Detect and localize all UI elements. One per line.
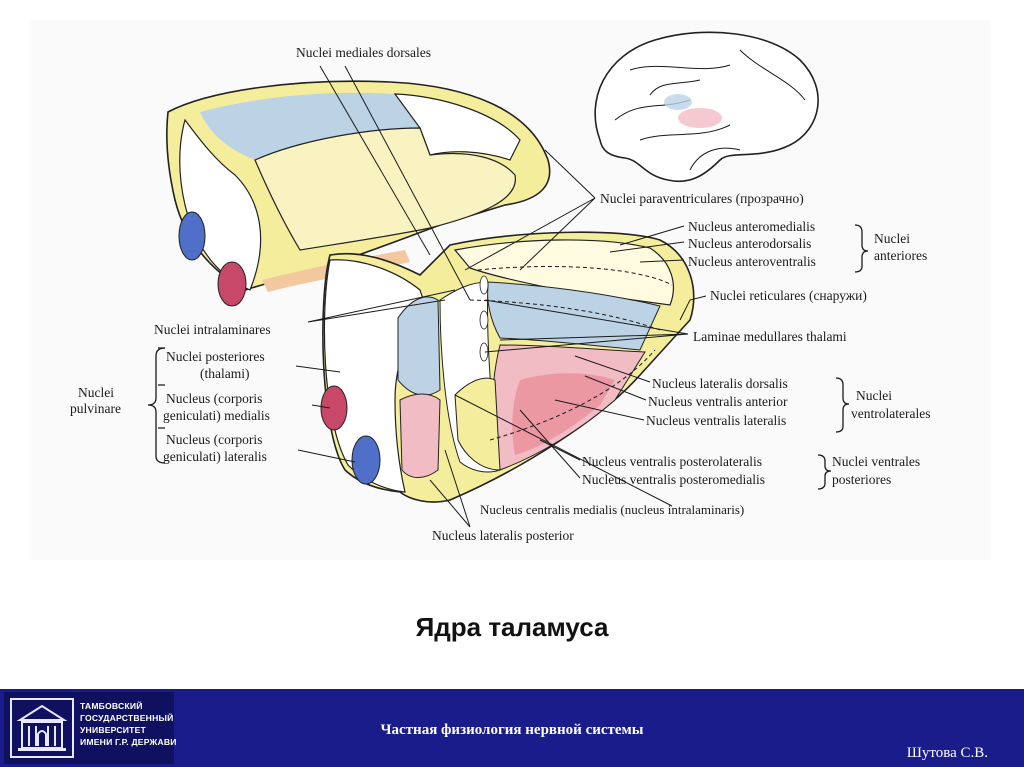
- label-geniculati-medialis-line2: geniculati) medialis: [163, 408, 270, 423]
- label-posteriores-line2: (thalami): [200, 366, 249, 381]
- label-posteriores-line1: Nuclei posteriores: [166, 349, 265, 364]
- course-name: Частная физиология нервной системы: [380, 722, 644, 738]
- label-ventralis-lateralis: Nucleus ventralis lateralis: [646, 413, 786, 428]
- leader-lines: [295, 65, 707, 528]
- author-name: Шутова С.В.: [906, 745, 988, 761]
- label-posteromedialis: Nucleus ventralis posteromedialis: [582, 472, 765, 487]
- label-anterodorsalis: Nucleus anterodorsalis: [688, 236, 811, 251]
- label-geniculati-medialis-line1: Nucleus (corporis: [166, 391, 262, 406]
- left-thalamus: [166, 80, 551, 307]
- university-logo: ТАМБОВСКИЙ ГОСУДАРСТВЕННЫЙ УНИВЕРСИТЕТ И…: [4, 692, 176, 764]
- university-name-line3: УНИВЕРСИТЕТ: [80, 725, 146, 735]
- label-anteroventralis: Nucleus anteroventralis: [688, 254, 816, 269]
- label-pulvinare-line2: pulvinare: [70, 401, 121, 416]
- label-lateralis-posterior: Nucleus lateralis posterior: [432, 528, 574, 543]
- brain-sketch: [594, 31, 819, 182]
- label-anteromedialis: Nucleus anteromedialis: [688, 219, 815, 234]
- label-mediales-dorsales: Nuclei mediales dorsales: [296, 45, 431, 60]
- university-name-line4: ИМЕНИ Г.Р. ДЕРЖАВИНА: [80, 737, 176, 747]
- label-nuclei-anteriores-line1: Nuclei: [874, 231, 910, 246]
- label-geniculati-lateralis-line1: Nucleus (corporis: [166, 432, 262, 447]
- braces: [147, 224, 869, 490]
- footer-bar: ТАМБОВСКИЙ ГОСУДАРСТВЕННЫЙ УНИВЕРСИТЕТ И…: [0, 689, 1024, 767]
- label-pulvinare-line1: Nuclei: [78, 385, 114, 400]
- label-reticulares: Nuclei reticulares (снаружи): [710, 288, 867, 303]
- label-ventrolaterales-line2: ventrolaterales: [851, 406, 930, 421]
- university-name: ТАМБОВСКИЙ ГОСУДАРСТВЕННЫЙ УНИВЕРСИТЕТ И…: [80, 700, 176, 748]
- label-laminae: Laminae medullares thalami: [693, 329, 847, 344]
- label-centralis-medialis: Nucleus centralis medialis (nucleus intr…: [480, 502, 744, 517]
- label-ventrolaterales-line1: Nuclei: [856, 388, 892, 403]
- label-ventrales-posteriores-line1: Nuclei ventrales: [832, 454, 920, 469]
- label-ventralis-anterior: Nucleus ventralis anterior: [648, 394, 788, 409]
- label-intralaminares: Nuclei intralaminares: [154, 322, 271, 337]
- label-lateralis-dorsalis: Nucleus lateralis dorsalis: [652, 376, 788, 391]
- label-nuclei-anteriores-line2: anteriores: [874, 248, 927, 263]
- label-posterolateralis: Nucleus ventralis posterolateralis: [582, 454, 762, 469]
- label-ventrales-posteriores-line2: posteriores: [832, 472, 891, 487]
- university-name-line2: ГОСУДАРСТВЕННЫЙ: [80, 713, 174, 723]
- diagram-labels: Nuclei mediales dorsales Nuclei paravent…: [70, 45, 930, 543]
- label-geniculati-lateralis-line2: geniculati) lateralis: [163, 449, 267, 464]
- slide-title: Ядра таламуса: [415, 612, 609, 642]
- university-building-icon: [10, 698, 74, 758]
- label-paraventriculares: Nuclei paraventriculares (прозрачно): [600, 191, 804, 206]
- thalamus-diagram: Nuclei mediales dorsales Nuclei paravent…: [70, 31, 931, 543]
- university-name-line1: ТАМБОВСКИЙ: [80, 701, 143, 711]
